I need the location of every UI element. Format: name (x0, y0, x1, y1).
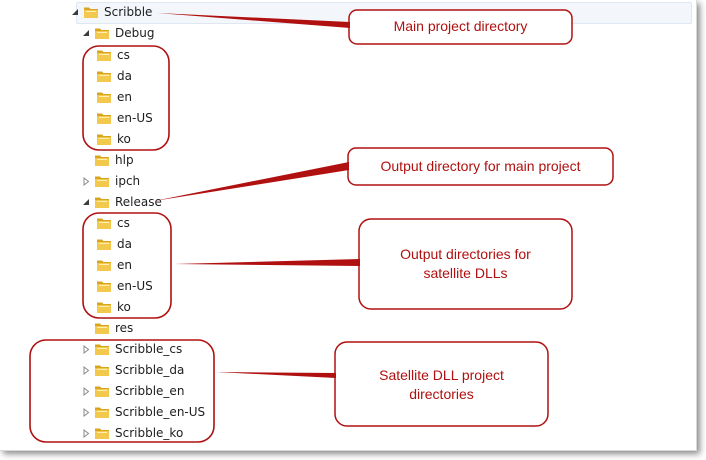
tree-row-release[interactable]: Release (81, 192, 162, 212)
folder-icon (96, 69, 112, 83)
folder-label: en (117, 90, 132, 104)
folder-icon (96, 48, 112, 62)
folder-icon (96, 111, 112, 125)
folder-label: da (117, 69, 132, 83)
expand-arrow-icon[interactable] (81, 197, 91, 207)
tree-row-scribble[interactable]: Scribble (70, 2, 152, 22)
annotation-layer (29, 9, 614, 443)
folder-icon (94, 321, 110, 335)
highlight-satellite-projects (29, 339, 215, 443)
callout-text-output-satellite: Output directories for satellite DLLs (359, 245, 572, 283)
expand-arrow-icon[interactable] (70, 7, 80, 17)
tree-row-cs[interactable]: cs (83, 213, 130, 233)
tree-row-en[interactable]: en (83, 255, 132, 275)
tree-row-scribble_en-us[interactable]: Scribble_en-US (81, 402, 205, 422)
folder-label: Scribble_da (115, 363, 185, 377)
folder-icon (83, 5, 99, 19)
pointer-main-project (157, 13, 350, 28)
folder-icon (94, 426, 110, 440)
folder-icon (96, 258, 112, 272)
tree-row-scribble_da[interactable]: Scribble_da (81, 360, 184, 380)
callout-text-main-project: Main project directory (393, 18, 528, 34)
folder-label: en-US (117, 111, 153, 125)
tree-row-da[interactable]: da (83, 66, 132, 86)
collapse-arrow-icon[interactable] (81, 176, 91, 186)
folder-icon (94, 384, 110, 398)
tree-row-en-us[interactable]: en-US (83, 276, 153, 296)
folder-icon (94, 174, 110, 188)
folder-icon (94, 153, 110, 167)
folder-label: en-US (117, 279, 153, 293)
tree-row-da[interactable]: da (83, 234, 132, 254)
folder-label: ko (117, 132, 131, 146)
callout-text-output-main: Output directory for main project (380, 158, 581, 174)
callout-line: satellite DLLs (423, 265, 508, 281)
collapse-arrow-icon[interactable] (81, 344, 91, 354)
folder-label: cs (117, 48, 130, 62)
folder-label: Scribble (104, 5, 153, 19)
folder-icon (94, 195, 110, 209)
collapse-arrow-icon[interactable] (81, 407, 91, 417)
expand-arrow-icon[interactable] (81, 28, 91, 38)
folder-icon (96, 300, 112, 314)
folder-icon (94, 363, 110, 377)
folder-icon (96, 132, 112, 146)
folder-label: ipch (115, 174, 141, 188)
callout-text-satellite-projects: Satellite DLL project directories (335, 366, 548, 404)
folder-label: Release (115, 195, 162, 209)
folder-icon (94, 405, 110, 419)
pointer-output-satellite (174, 259, 360, 266)
tree-row-en[interactable]: en (83, 87, 132, 107)
folder-label: hlp (115, 153, 134, 167)
collapse-arrow-icon[interactable] (81, 428, 91, 438)
folder-label: res (115, 321, 134, 335)
tree-row-scribble_ko[interactable]: Scribble_ko (81, 423, 183, 443)
tree-row-cs[interactable]: cs (83, 45, 130, 65)
folder-icon (96, 237, 112, 251)
tree-row-debug[interactable]: Debug (81, 23, 154, 43)
folder-label: Debug (115, 26, 155, 40)
folder-icon (96, 216, 112, 230)
folder-label: Scribble_en (115, 384, 185, 398)
folder-icon (94, 26, 110, 40)
collapse-arrow-icon[interactable] (81, 365, 91, 375)
folder-label: Scribble_ko (115, 426, 184, 440)
tree-row-scribble_cs[interactable]: Scribble_cs (81, 339, 182, 359)
folder-label: en (117, 258, 132, 272)
tree-row-ipch[interactable]: ipch (81, 171, 140, 191)
tree-row-en-us[interactable]: en-US (83, 108, 153, 128)
folder-label: da (117, 237, 132, 251)
folder-label: ko (117, 300, 131, 314)
callout-box-satellite-projects (334, 341, 549, 427)
pointer-output-main (154, 162, 349, 201)
folder-icon (96, 90, 112, 104)
callout-line: Output directories for (400, 246, 531, 262)
collapse-arrow-icon[interactable] (81, 386, 91, 396)
folder-icon (94, 342, 110, 356)
tree-row-ko[interactable]: ko (83, 129, 131, 149)
pointer-satellite-projects (216, 372, 336, 378)
tree-row-scribble_en[interactable]: Scribble_en (81, 381, 184, 401)
folder-label: Scribble_en-US (115, 405, 206, 419)
folder-label: cs (117, 216, 130, 230)
tree-row-hlp[interactable]: hlp (81, 150, 134, 170)
highlight-debug-subfolders (82, 45, 170, 151)
highlight-release-subfolders (82, 212, 172, 319)
folder-label: Scribble_cs (115, 342, 183, 356)
callout-line: Satellite DLL project (379, 367, 504, 383)
tree-row-ko[interactable]: ko (83, 297, 131, 317)
tree-row-res[interactable]: res (81, 318, 133, 338)
callout-line: directories (409, 386, 474, 402)
folder-icon (96, 279, 112, 293)
